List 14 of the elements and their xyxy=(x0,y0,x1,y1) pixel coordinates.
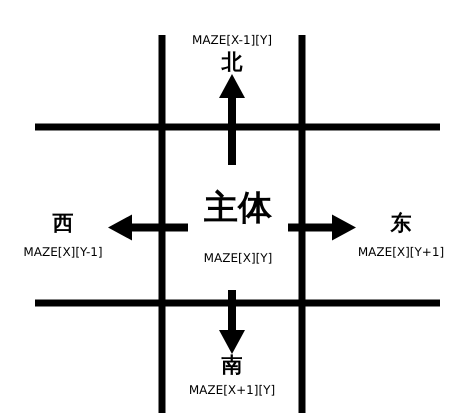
cell-index-label: MAZE[X][Y-1] xyxy=(23,245,103,260)
direction-label: 主体 xyxy=(204,190,272,227)
arrow xyxy=(219,74,245,165)
cell-index-label: MAZE[X-1][Y] xyxy=(192,32,272,47)
direction-label: 南 xyxy=(222,354,242,378)
cell-index-label: MAZE[X+1][Y] xyxy=(188,383,276,398)
direction-label: 北 xyxy=(222,50,242,74)
direction-label: 西 xyxy=(52,212,74,236)
arrow xyxy=(219,290,245,354)
cell-index-label: MAZE[X][Y] xyxy=(204,251,272,266)
arrow xyxy=(288,214,356,240)
arrow xyxy=(108,214,188,240)
cell-index-label: MAZE[X][Y+1] xyxy=(358,245,444,260)
direction-label: 东 xyxy=(390,212,412,236)
